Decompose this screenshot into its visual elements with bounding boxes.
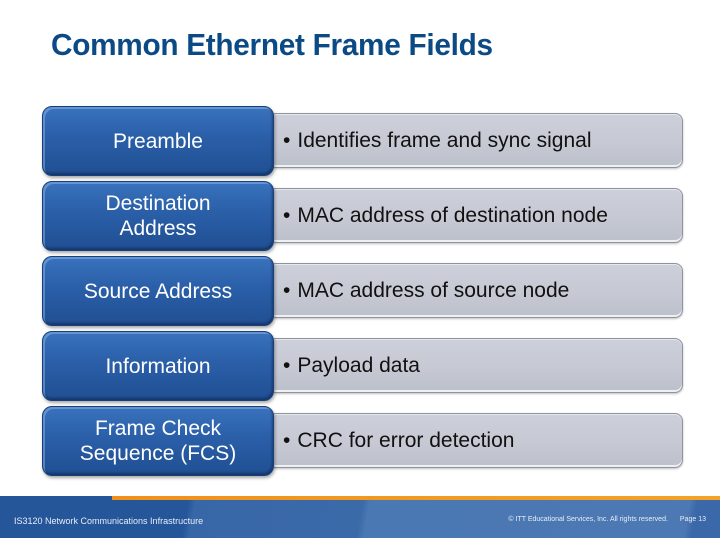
field-description-text: MAC address of source node bbox=[297, 278, 570, 302]
field-row-information: •Payload data Information bbox=[42, 331, 685, 401]
field-label: Information bbox=[105, 354, 211, 378]
footer-copyright: © ITT Educational Services, Inc. All rig… bbox=[508, 516, 668, 523]
footer-course-name: IS3120 Network Communications Infrastruc… bbox=[14, 516, 204, 526]
field-description-text: CRC for error detection bbox=[297, 428, 515, 452]
field-description: •Payload data bbox=[283, 354, 420, 378]
field-description-box: •Payload data bbox=[268, 338, 683, 393]
bullet-icon: • bbox=[283, 428, 291, 452]
bullet-icon: • bbox=[283, 278, 291, 302]
field-description-box: •MAC address of source node bbox=[268, 263, 683, 318]
field-label: Source Address bbox=[83, 279, 233, 303]
field-description-text: MAC address of destination node bbox=[297, 203, 608, 227]
field-row-preamble: •Identifies frame and sync signal Preamb… bbox=[42, 106, 685, 176]
frame-fields-list: •Identifies frame and sync signal Preamb… bbox=[42, 106, 685, 476]
field-row-frame-check-sequence: •CRC for error detection Frame Check Seq… bbox=[42, 406, 685, 476]
field-description: •Identifies frame and sync signal bbox=[283, 129, 592, 153]
field-label-box: Destination Address bbox=[42, 181, 274, 251]
bullet-icon: • bbox=[283, 128, 291, 152]
field-description: •MAC address of destination node bbox=[283, 204, 608, 228]
field-description: •CRC for error detection bbox=[283, 429, 514, 453]
page-number: Page 13 bbox=[679, 516, 706, 523]
slide-footer: IS3120 Network Communications Infrastruc… bbox=[0, 496, 720, 540]
field-description-box: •MAC address of destination node bbox=[268, 188, 683, 243]
field-description-box: •Identifies frame and sync signal bbox=[268, 113, 683, 168]
slide-title: Common Ethernet Frame Fields bbox=[51, 27, 493, 62]
field-label-box: Preamble bbox=[42, 106, 274, 176]
bullet-icon: • bbox=[283, 353, 291, 377]
field-label-box: Source Address bbox=[42, 256, 274, 326]
field-label: Preamble bbox=[113, 129, 203, 153]
field-row-source-address: •MAC address of source node Source Addre… bbox=[42, 256, 685, 326]
footer-bottom-edge bbox=[0, 538, 720, 540]
field-label-box: Frame Check Sequence (FCS) bbox=[42, 406, 274, 476]
field-description: •MAC address of source node bbox=[283, 279, 569, 303]
field-label-box: Information bbox=[42, 331, 274, 401]
bullet-icon: • bbox=[283, 203, 291, 227]
field-description-box: •CRC for error detection bbox=[268, 413, 683, 468]
footer-accent-stripe bbox=[112, 496, 720, 500]
footer-band bbox=[0, 496, 720, 538]
field-label: Destination Address bbox=[105, 192, 211, 240]
field-label: Frame Check Sequence (FCS) bbox=[79, 417, 237, 465]
footer-right: © ITT Educational Services, Inc. All rig… bbox=[508, 516, 706, 523]
field-description-text: Identifies frame and sync signal bbox=[297, 128, 592, 152]
field-row-destination-address: •MAC address of destination node Destina… bbox=[42, 181, 685, 251]
field-description-text: Payload data bbox=[297, 353, 420, 377]
